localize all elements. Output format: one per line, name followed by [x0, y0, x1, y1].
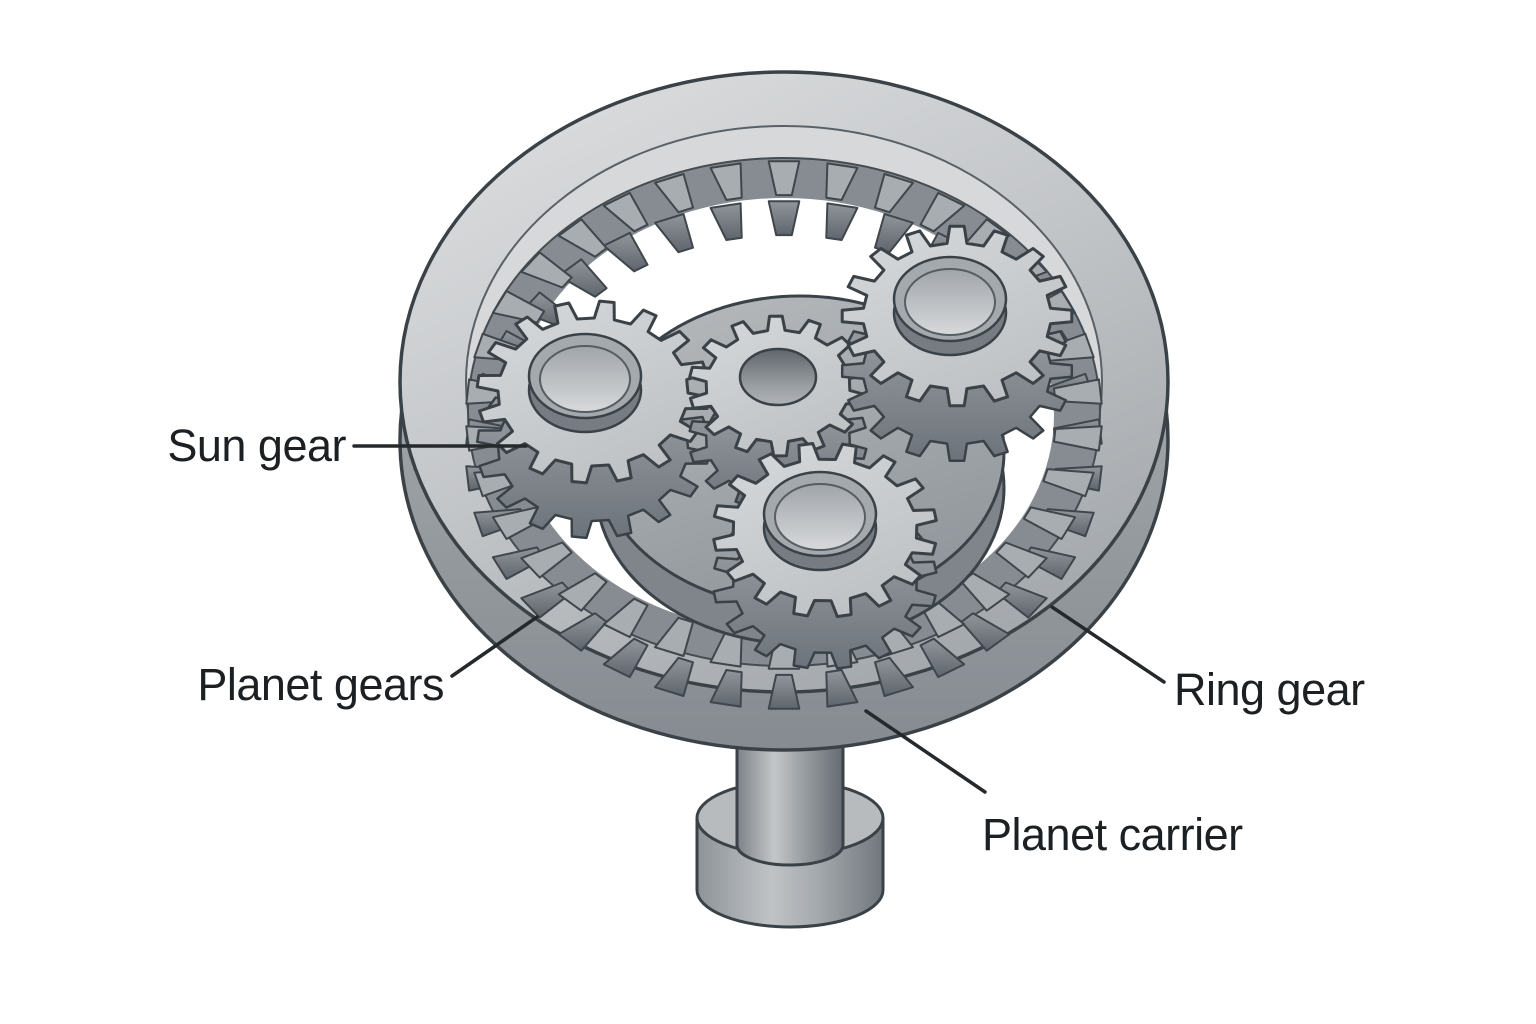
annotation-ring-gear: Ring gear	[1050, 605, 1366, 715]
ring-tooth-top	[1022, 506, 1077, 540]
ring-tooth-top	[767, 160, 801, 197]
ring-tooth-top	[654, 616, 694, 657]
ring-tooth-top	[919, 191, 966, 233]
annotations: Sun gear Planet gears Ring gear Planet c…	[167, 420, 1365, 860]
annotation-sun-gear: Sun gear	[167, 420, 528, 471]
planet-gear-bottom	[712, 442, 938, 670]
ring-tooth-side	[602, 637, 649, 679]
ring-tooth-top	[602, 597, 649, 639]
ring-tooth-side	[919, 637, 966, 679]
ring-tooth-side	[654, 656, 694, 697]
annotation-planet-carrier: Planet carrier	[864, 709, 1244, 860]
ring-tooth-top	[1053, 425, 1103, 452]
planet-carrier-label: Planet carrier	[982, 809, 1243, 860]
hub-top	[904, 268, 996, 336]
ring-tooth-side	[709, 669, 743, 708]
ring-tooth-top	[995, 541, 1048, 579]
ring-tooth-side	[557, 258, 608, 298]
ring-tooth-top	[825, 162, 859, 201]
ring-tooth-side	[767, 200, 801, 237]
sun-bore	[738, 347, 818, 407]
planet-gear-left	[475, 299, 711, 540]
ring-tooth-side	[557, 612, 608, 652]
planet-carrier-leader-line	[864, 709, 987, 794]
ring-gear-label: Ring gear	[1174, 664, 1365, 715]
ring-tooth-side	[654, 213, 694, 254]
ring-tooth-top	[602, 191, 649, 233]
ring-tooth-top	[520, 541, 573, 579]
ring-tooth-side	[709, 202, 743, 241]
ring-tooth-top	[557, 218, 608, 258]
ring-tooth-side	[520, 581, 573, 619]
planet-gear-top-right	[840, 224, 1074, 463]
ring-tooth-top	[874, 173, 914, 214]
ring-tooth-side	[602, 231, 649, 273]
annotation-planet-gears: Planet gears	[197, 615, 539, 710]
ring-tooth-side	[825, 202, 859, 241]
ring-tooth-side	[874, 656, 914, 697]
ring-tooth-top	[654, 173, 694, 214]
ring-tooth-top	[709, 162, 743, 201]
ring-tooth-side	[825, 669, 859, 708]
planet-gears-label: Planet gears	[197, 659, 444, 710]
ring-tooth-top	[1042, 468, 1095, 498]
sun-gear-label: Sun gear	[167, 420, 346, 471]
hub-top	[539, 345, 631, 413]
ring-tooth-side	[767, 673, 801, 710]
ring-gear-leader-line	[1050, 605, 1166, 684]
ring-tooth-top	[557, 572, 608, 612]
planet-gears-leader-line	[450, 615, 539, 678]
hub-top	[774, 483, 866, 551]
ring-tooth-top	[520, 251, 573, 289]
